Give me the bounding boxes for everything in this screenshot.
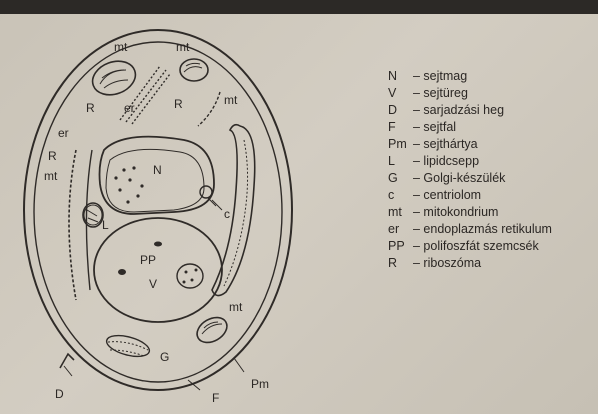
legend-abbr-er: er [388, 222, 399, 236]
leader-Pm [234, 358, 244, 372]
label-R-left: R [86, 101, 95, 115]
label-R-mid: R [174, 97, 183, 111]
legend-text-G: – Golgi-készülék [413, 171, 506, 185]
legend-text-c: – centriolom [413, 188, 481, 202]
label-R-side: R [48, 149, 57, 163]
legend-text-er: – endoplazmás retikulum [413, 222, 552, 236]
legend-text-N: – sejtmag [413, 69, 467, 83]
label-D: D [55, 387, 64, 401]
legend-text-D: – sarjadzási heg [413, 103, 504, 117]
legend-text-V: – sejtüreg [413, 86, 468, 100]
mitochondrion-top-left [88, 55, 140, 100]
label-mt-right: mt [224, 93, 238, 107]
mitochondrion-bottom [193, 312, 232, 347]
legend-abbr-F: F [388, 120, 396, 134]
label-L: L [102, 218, 109, 232]
legend-abbr-L: L [388, 154, 395, 168]
mitochondrion-elongated [212, 125, 255, 296]
label-PP: PP [140, 253, 156, 267]
label-mt-left: mt [44, 169, 58, 183]
legend-text-F: – sejtfal [413, 120, 456, 134]
ribosome-cluster-top [120, 66, 170, 124]
leader-c [212, 200, 222, 210]
label-N: N [153, 163, 162, 177]
label-mt-bottom: mt [229, 300, 243, 314]
legend-abbr-V: V [388, 86, 397, 100]
legend-abbr-N: N [388, 69, 397, 83]
label-mt-top-left: mt [114, 40, 128, 54]
legend-text-PP: – polifoszfát szemcsék [413, 239, 539, 253]
vacuole [94, 218, 222, 322]
legend-text-R: – riboszóma [413, 256, 481, 270]
legend-abbr-R: R [388, 256, 397, 270]
label-V: V [149, 277, 157, 291]
leader-D [64, 366, 72, 376]
legend-abbr-Pm: Pm [388, 137, 407, 151]
label-er-top: er [124, 101, 135, 115]
label-Pm: Pm [251, 377, 269, 391]
legend-abbr-G: G [388, 171, 398, 185]
bud-scar [60, 354, 74, 368]
legend-abbr-D: D [388, 103, 397, 117]
er-right-top [198, 92, 220, 126]
legend-text-Pm: – sejthártya [413, 137, 478, 151]
er-inner-curve [86, 150, 92, 290]
golgi-apparatus [104, 332, 151, 361]
label-mt-top-right: mt [176, 40, 190, 54]
label-c: c [224, 207, 230, 221]
label-er-left: er [58, 126, 69, 140]
er-left-curve [69, 150, 76, 300]
legend-text-mt: – mitokondrium [413, 205, 498, 219]
legend-abbr-PP: PP [388, 239, 405, 253]
legend: N – sejtmag V – sejtüreg D – sarjadzási … [388, 69, 552, 270]
mitochondrion-top-right [180, 59, 208, 81]
polyphosphate-granules [118, 242, 203, 289]
legend-abbr-mt: mt [388, 205, 402, 219]
label-G: G [160, 350, 169, 364]
label-F: F [212, 391, 219, 405]
legend-abbr-c: c [388, 188, 394, 202]
legend-text-L: – lipidcsepp [413, 154, 479, 168]
